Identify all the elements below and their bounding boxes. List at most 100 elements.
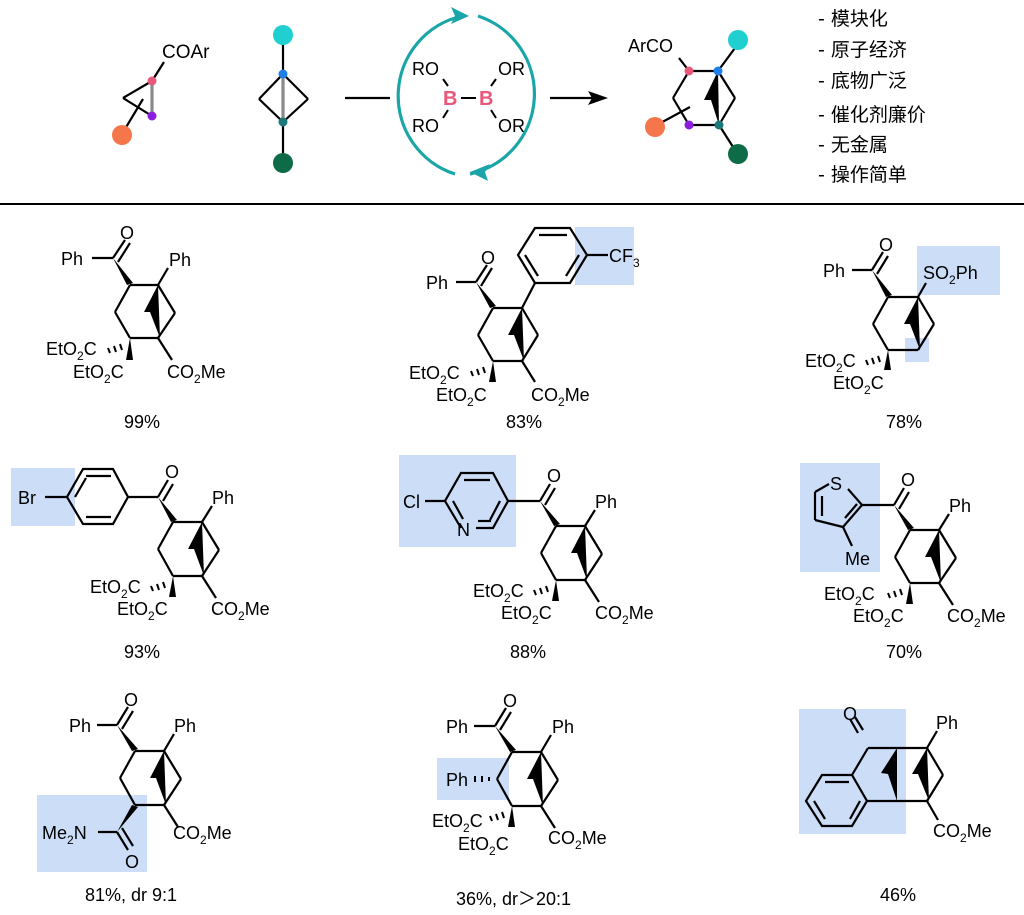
n-label: N	[457, 520, 470, 540]
ph-label: Ph	[426, 273, 448, 293]
yield-label: 78%	[886, 412, 923, 432]
ph-label: Ph	[446, 717, 468, 737]
molecule-structure: Ph O Ph Ph EtO2C EtO2C CO2Me	[432, 691, 607, 858]
methyl-ester-label: CO2Me	[173, 823, 232, 847]
orange-dot	[112, 125, 132, 145]
advantage-item: - 无金属	[818, 134, 888, 156]
dark-green-dot	[728, 144, 748, 164]
dark-green-dot	[273, 153, 293, 173]
advantage-item: - 操作简单	[818, 164, 907, 186]
o-label: O	[124, 690, 138, 710]
molecule-structure: Ph O Ph EtO2C EtO2C CO2Me	[46, 223, 226, 386]
ester-label: EtO2C	[432, 811, 483, 835]
ph-label: Ph	[949, 496, 971, 516]
molecule-structure: Ph O CF3 EtO2C EtO2C CO2Me	[409, 226, 640, 409]
blue-dot	[713, 66, 723, 76]
ro-label: RO	[412, 59, 439, 79]
purple-dot	[147, 111, 157, 121]
teal-dot	[714, 120, 724, 130]
yield-label: 88%	[510, 642, 547, 662]
ph-label: Ph	[174, 716, 196, 736]
boron-label: B	[479, 88, 493, 110]
highlight-box	[800, 463, 880, 572]
ester-label: EtO2C	[833, 373, 884, 397]
molecule-structure: S Me O Ph EtO2C EtO2C CO2Me	[800, 463, 1006, 630]
amide-label: Me2N	[42, 823, 87, 847]
product-card: Ph O Ph Me2N O CO2Me 81%, dr 9:1	[0, 670, 340, 915]
ester-label: EtO2C	[458, 834, 509, 858]
ester-label: EtO2C	[853, 606, 904, 630]
ester-label: EtO2C	[436, 385, 487, 409]
product-card: Cl N O Ph EtO2C EtO2C CO2Me 88%	[340, 440, 680, 670]
highlight-box	[399, 455, 516, 547]
purple-dot	[684, 120, 694, 130]
advantage-item: - 模块化	[818, 8, 888, 30]
pink-dot	[684, 66, 694, 76]
cl-label: Cl	[403, 492, 420, 512]
o-label: O	[503, 691, 517, 711]
ester-label: EtO2C	[409, 363, 460, 387]
ph-label: Ph	[212, 488, 234, 508]
advantage-item: - 催化剂廉价	[818, 104, 926, 126]
ph-label: Ph	[823, 261, 845, 281]
advantage-item: - 原子经济	[818, 39, 907, 61]
o-label: O	[125, 852, 139, 872]
ph-label: Ph	[61, 249, 83, 269]
o-label: O	[879, 235, 893, 255]
yield-label: 46%	[880, 885, 917, 905]
ph-label: Ph	[69, 716, 91, 736]
highlight-box	[37, 795, 147, 872]
catalytic-cycle-icon	[396, 14, 537, 176]
blue-dot	[278, 69, 288, 79]
cf3-label: CF3	[609, 246, 640, 270]
methyl-ester-label: CO2Me	[548, 828, 607, 852]
o-label: O	[901, 470, 915, 490]
coar-label: COAr	[162, 42, 210, 63]
diboron-catalyst: RO OR RO OR B B	[412, 59, 525, 136]
arco-label: ArCO	[628, 36, 673, 56]
wedge-bond	[704, 71, 719, 125]
ester-label: EtO2C	[46, 339, 97, 363]
product-card: Ph O Ph EtO2C EtO2C CO2Me 99%	[0, 210, 340, 440]
cycle-arrowhead-top-icon	[451, 7, 469, 24]
ph-label: Ph	[446, 770, 468, 790]
advantage-item: - 底物广泛	[818, 70, 907, 92]
arrow-head-icon	[588, 91, 608, 105]
product-card: S Me O Ph EtO2C EtO2C CO2Me 70%	[680, 440, 1020, 670]
reaction-scheme: COAr RO OR RO OR B B	[112, 7, 748, 181]
cyan-dot	[273, 25, 293, 45]
boron-label: B	[443, 88, 457, 110]
product-card: Ph O CF3 EtO2C EtO2C CO2Me 83%	[340, 210, 680, 440]
cyclopropane-reactant	[122, 61, 165, 130]
ro-label: RO	[412, 116, 439, 136]
o-label: O	[547, 466, 561, 486]
product-card: Ph O Ph Ph EtO2C EtO2C CO2Me 36%, dr＞20:…	[340, 670, 680, 915]
molecule-structure: O Ph CO2Me	[799, 704, 992, 845]
o-label: O	[120, 223, 134, 243]
br-label: Br	[18, 488, 36, 508]
orange-dot	[645, 117, 665, 137]
product-card: Br O Ph EtO2C EtO2C CO2Me 93%	[0, 440, 340, 670]
cycle-arrowhead-bottom-icon	[470, 164, 490, 181]
sulfonyl-label: SO2Ph	[923, 263, 978, 287]
ester-label: EtO2C	[824, 584, 875, 608]
methyl-ester-label: CO2Me	[947, 606, 1006, 630]
ph-label: Ph	[595, 492, 617, 512]
or-label: OR	[498, 116, 525, 136]
ester-label: EtO2C	[73, 362, 124, 386]
ester-label: EtO2C	[90, 577, 141, 601]
s-label: S	[830, 474, 842, 494]
ester-label: EtO2C	[501, 603, 552, 627]
bicyclobutane-reactant	[258, 35, 309, 160]
methyl-ester-label: CO2Me	[167, 362, 226, 386]
yield-label: 93%	[124, 642, 161, 662]
molecule-structure: Br O Ph EtO2C EtO2C CO2Me	[11, 462, 270, 623]
ph-label: Ph	[936, 713, 958, 733]
methyl-ester-label: CO2Me	[933, 821, 992, 845]
pink-dot	[147, 76, 157, 86]
teal-dot	[278, 117, 288, 127]
o-label: O	[843, 704, 857, 724]
ester-label: EtO2C	[805, 351, 856, 375]
o-label: O	[165, 462, 179, 482]
or-label: OR	[498, 59, 525, 79]
